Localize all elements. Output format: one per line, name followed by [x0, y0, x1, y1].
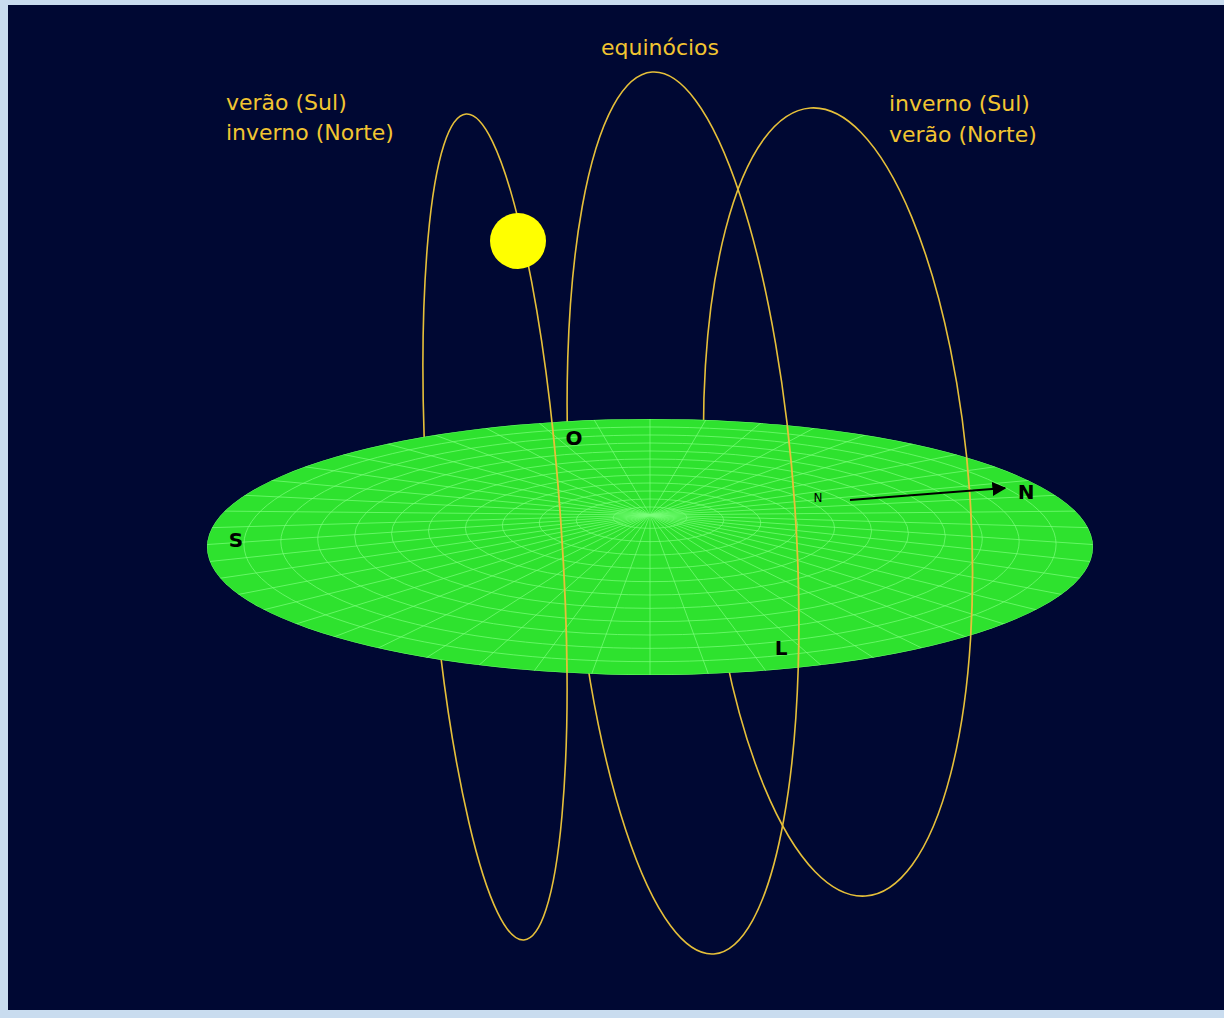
grid-spoke [650, 515, 1130, 547]
grid-spoke [174, 515, 650, 565]
arrow-label: N [814, 492, 823, 504]
night-sky [8, 5, 1224, 1010]
grid-spoke [650, 407, 651, 515]
cardinal-point: N [1018, 482, 1035, 502]
sun-path-front [652, 64, 825, 954]
sun-path-front [810, 99, 997, 896]
grid-spoke [269, 462, 650, 515]
grid-spoke [650, 412, 774, 515]
grid-spoke [358, 436, 650, 515]
grid-spoke [269, 515, 650, 632]
cardinal-point: S [229, 530, 243, 550]
grid-spoke [650, 515, 713, 686]
season-label: verão (Sul) [226, 92, 347, 114]
grid-spoke [650, 515, 1066, 617]
sun-paths-front [466, 64, 997, 954]
grid-spoke [234, 515, 650, 617]
grid-spoke [234, 477, 650, 515]
season-label: verão (Norte) [889, 124, 1037, 146]
grid-spoke [526, 412, 650, 515]
season-label: inverno (Sul) [889, 93, 1030, 115]
grid-spoke [650, 426, 890, 515]
sun [490, 213, 546, 269]
grid-spoke [650, 462, 1031, 515]
cardinal-point: O [565, 428, 582, 448]
grid-spoke [650, 448, 989, 515]
grid-spoke [311, 448, 650, 515]
grid-spoke [650, 511, 1114, 515]
grid-spoke [186, 515, 650, 583]
grid-spoke [650, 515, 774, 682]
grid-spoke [410, 426, 650, 515]
grid-spoke [650, 515, 1031, 632]
grid-spoke [466, 515, 650, 676]
sun-path-front [466, 109, 590, 940]
cardinal-point: L [775, 638, 788, 658]
season-label: inverno (Norte) [226, 122, 394, 144]
season-label: equinócios [601, 37, 719, 59]
north-arrow [850, 488, 1005, 500]
grid-spoke [174, 515, 650, 529]
grid-spoke [650, 515, 1126, 529]
grid-spoke [650, 515, 1126, 565]
horizon-grid [170, 407, 1130, 688]
grid-spoke [466, 418, 650, 515]
grid-spoke [650, 515, 834, 676]
grid-spoke [526, 515, 650, 682]
grid-spoke [587, 408, 650, 515]
grid-spoke [650, 515, 989, 646]
grid-spoke [207, 515, 650, 601]
grid-spoke [650, 515, 890, 668]
grid-spoke [650, 477, 1066, 515]
grid-spoke [650, 408, 713, 515]
grid-spoke [650, 515, 651, 687]
